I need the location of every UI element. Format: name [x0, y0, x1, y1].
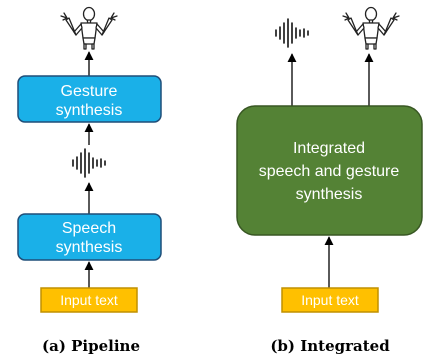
gesture-box-line-2: synthesis	[56, 102, 123, 119]
pipeline-panel: Gesture synthesis Speech synthesis Input…	[17, 6, 162, 355]
gesture-synthesis-box	[17, 75, 162, 123]
input-text-box	[40, 287, 138, 313]
input-text-label: Input text	[60, 292, 118, 308]
speech-synthesis-box	[17, 213, 162, 261]
input-text-box	[281, 287, 379, 313]
mannequin-icon	[60, 6, 118, 50]
gesture-box-line-1: Gesture	[61, 83, 118, 100]
speech-box-line-2: synthesis	[56, 239, 123, 256]
audio-waveform-icon	[72, 148, 106, 178]
caption-integrated: (b) Integrated	[270, 337, 390, 355]
integrated-box-line-3: synthesis	[296, 186, 363, 203]
input-text-label: Input text	[301, 292, 359, 308]
integrated-box-line-2: speech and gesture	[259, 163, 400, 180]
speech-box-line-1: Speech	[62, 220, 116, 237]
integrated-panel: Integrated speech and gesture synthesis …	[236, 6, 423, 355]
audio-waveform-icon	[275, 18, 309, 48]
mannequin-icon	[342, 6, 400, 50]
integrated-synthesis-box	[236, 105, 423, 236]
caption-pipeline: (a) Pipeline	[42, 337, 140, 355]
integrated-box-line-1: Integrated	[293, 140, 365, 157]
